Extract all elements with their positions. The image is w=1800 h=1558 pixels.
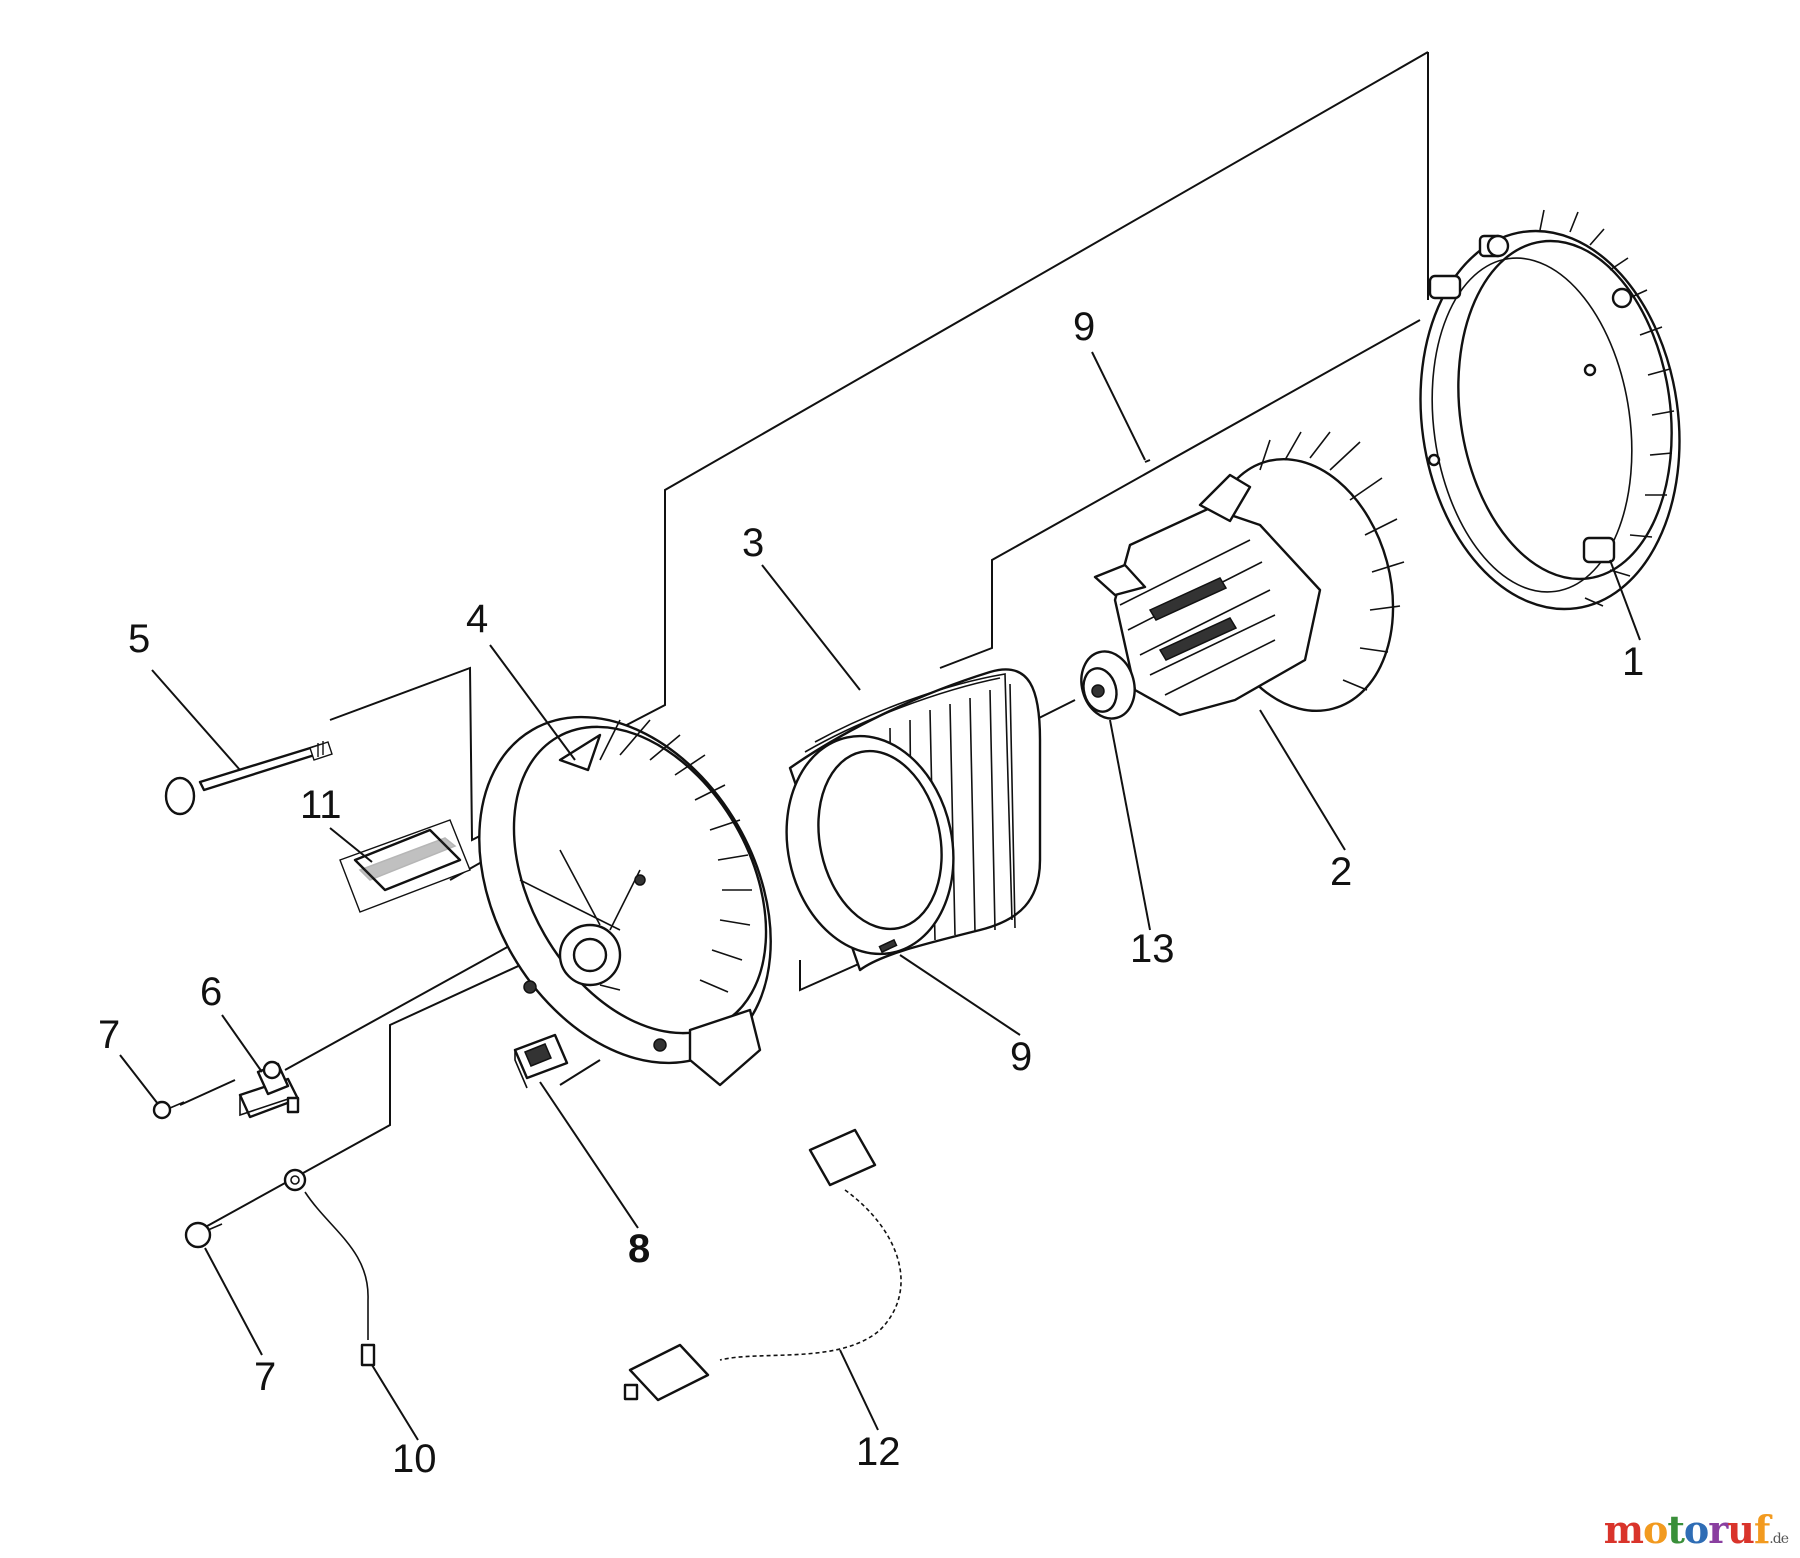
screw-7-lower <box>184 1221 223 1249</box>
callout-10: 10 <box>392 1437 437 1481</box>
watermark-letter: o <box>1683 1507 1709 1552</box>
callout-6: 6 <box>200 970 222 1014</box>
brush-holder-part <box>238 1060 300 1119</box>
callout-11: 11 <box>300 783 342 827</box>
watermark-letter: f <box>1753 1507 1770 1552</box>
callout-12: 12 <box>856 1430 901 1474</box>
callout-4: 4 <box>466 597 488 641</box>
screw-7-upper <box>152 1100 185 1120</box>
callout-1: 1 <box>1622 640 1644 684</box>
callout-leaders <box>119 351 1641 1441</box>
ground-wire-part <box>283 1168 376 1367</box>
callout-7a: 7 <box>98 1013 120 1057</box>
callout-9b: 9 <box>1010 1035 1032 1079</box>
watermark-letter: r <box>1708 1507 1728 1552</box>
front-housing-part <box>478 715 772 1087</box>
callout-5: 5 <box>128 617 150 661</box>
watermark-logo: motorufmotoruf.de <box>1603 1507 1789 1552</box>
callout-9a: 9 <box>1073 305 1095 349</box>
end-cover-part <box>1419 209 1681 611</box>
callout-8: 8 <box>628 1227 650 1271</box>
watermark-letter: m <box>1603 1507 1644 1552</box>
watermark-letter: u <box>1727 1507 1755 1552</box>
stator-part <box>785 668 1042 972</box>
callout-3: 3 <box>742 521 764 565</box>
rotor-part <box>1080 431 1405 720</box>
watermark-letter: t <box>1667 1507 1685 1552</box>
watermark-tld: .de <box>1769 1531 1789 1547</box>
watermark-letter: o <box>1642 1507 1668 1552</box>
callout-labels: 1 2 3 4 5 6 7 7 8 9 9 10 11 12 13 <box>98 305 1644 1481</box>
callout-13: 13 <box>1130 927 1175 971</box>
callout-7b: 7 <box>254 1355 276 1399</box>
pad-part <box>339 819 471 913</box>
through-bolt-part <box>164 741 333 816</box>
wire-harness-part <box>623 1128 902 1402</box>
diode-part <box>513 1033 569 1089</box>
callout-2: 2 <box>1330 850 1352 894</box>
